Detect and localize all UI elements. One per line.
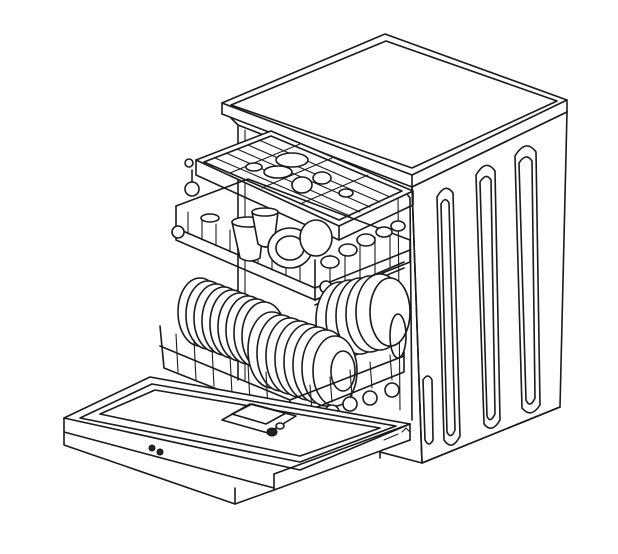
lower-rack-wheel: [342, 396, 358, 412]
side-panel-ribs: [422, 145, 541, 446]
tray-handle: [184, 158, 200, 197]
cutlery-tray: [184, 130, 414, 241]
dishwasher-top-panel: [221, 33, 568, 188]
lower-rack-plates-front: [247, 311, 358, 407]
lower-rack: [159, 273, 411, 420]
lower-rack-wheel: [384, 382, 400, 398]
lower-rack-plates-right: [315, 273, 411, 359]
upper-rack-dishes: [200, 207, 406, 269]
dishwasher-door: [63, 376, 411, 505]
dishwasher-base: [379, 406, 561, 464]
lower-rack-wheel: [362, 390, 378, 406]
tray-utensils: [245, 152, 354, 198]
detergent-dispenser: [221, 403, 297, 437]
upper-rack-wheel: [171, 225, 185, 239]
dishwasher-side-panel: [411, 111, 568, 464]
